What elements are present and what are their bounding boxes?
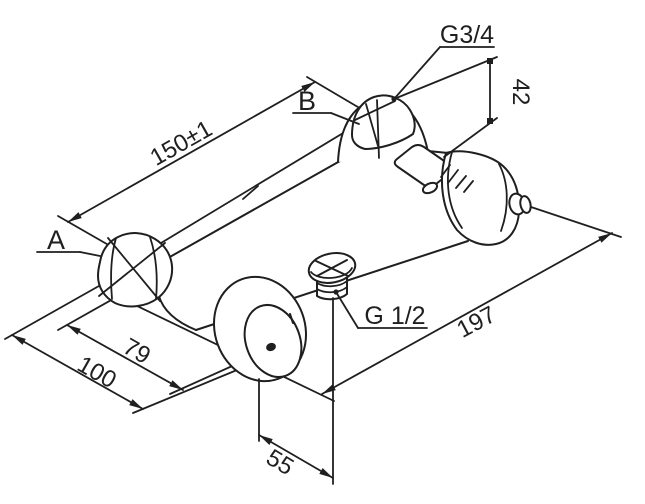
b-leader <box>330 112 360 125</box>
g12-text: G 1/2 <box>364 302 425 330</box>
a-leader <box>79 251 101 257</box>
dimension-42: 42 <box>393 56 534 158</box>
b-text: B <box>298 86 316 116</box>
left-nut-facet-1 <box>110 237 117 300</box>
g34-leader-dot <box>391 96 397 102</box>
ext-100-upper <box>4 281 107 340</box>
dim-line-150 <box>67 81 316 223</box>
handle-rib-4 <box>463 180 474 193</box>
label-g12: G 1/2 <box>333 289 428 330</box>
knob-button <box>266 342 276 352</box>
control-knob-face <box>243 304 303 378</box>
handle-rib-2 <box>447 169 459 184</box>
ext-150-left <box>57 215 113 248</box>
dim-line-100 <box>11 334 144 410</box>
label-a: A <box>36 225 101 257</box>
a-text: A <box>47 225 65 255</box>
top-nut-facet-2 <box>354 100 396 121</box>
ext-197-right <box>527 205 622 238</box>
g12-leader-dot <box>333 289 339 295</box>
g12-leader <box>335 291 359 329</box>
ext-150-right <box>306 76 369 114</box>
body-oval-hole <box>421 181 439 195</box>
dim-42-end-top <box>487 58 493 64</box>
dim-line-197 <box>321 232 613 395</box>
proj-42-top <box>393 56 498 100</box>
handle-groove-left <box>447 151 463 229</box>
label-g34: G3/4 <box>391 21 495 102</box>
top-nut-centerline <box>376 99 380 159</box>
dim-text-197: 197 <box>452 301 500 344</box>
dim-text-55: 55 <box>261 444 298 481</box>
end-stub-face <box>519 195 532 214</box>
g34-text: G3/4 <box>440 21 494 49</box>
label-b: B <box>292 86 360 125</box>
left-nut-facet-2 <box>149 236 158 300</box>
handle-rib-3 <box>455 175 467 189</box>
handle-rib-1 <box>440 164 451 178</box>
dim-text-42: 42 <box>507 79 534 106</box>
left-nut-cross-2 <box>98 242 166 297</box>
handle-groove-right <box>498 163 508 232</box>
top-nut-facet-1 <box>365 103 379 147</box>
dim-text-79: 79 <box>118 333 155 370</box>
proj-42-bottom <box>443 117 498 158</box>
dim-text-100: 100 <box>73 351 121 394</box>
dim-line-55 <box>258 434 334 479</box>
g34-leader <box>393 46 441 100</box>
knob-index-mark <box>289 313 294 324</box>
dim-text-150: 150±1 <box>146 115 217 171</box>
ext-100-lower <box>132 369 238 414</box>
left-nut-cross-1 <box>107 237 161 302</box>
dim-42-end-bottom <box>487 118 493 124</box>
